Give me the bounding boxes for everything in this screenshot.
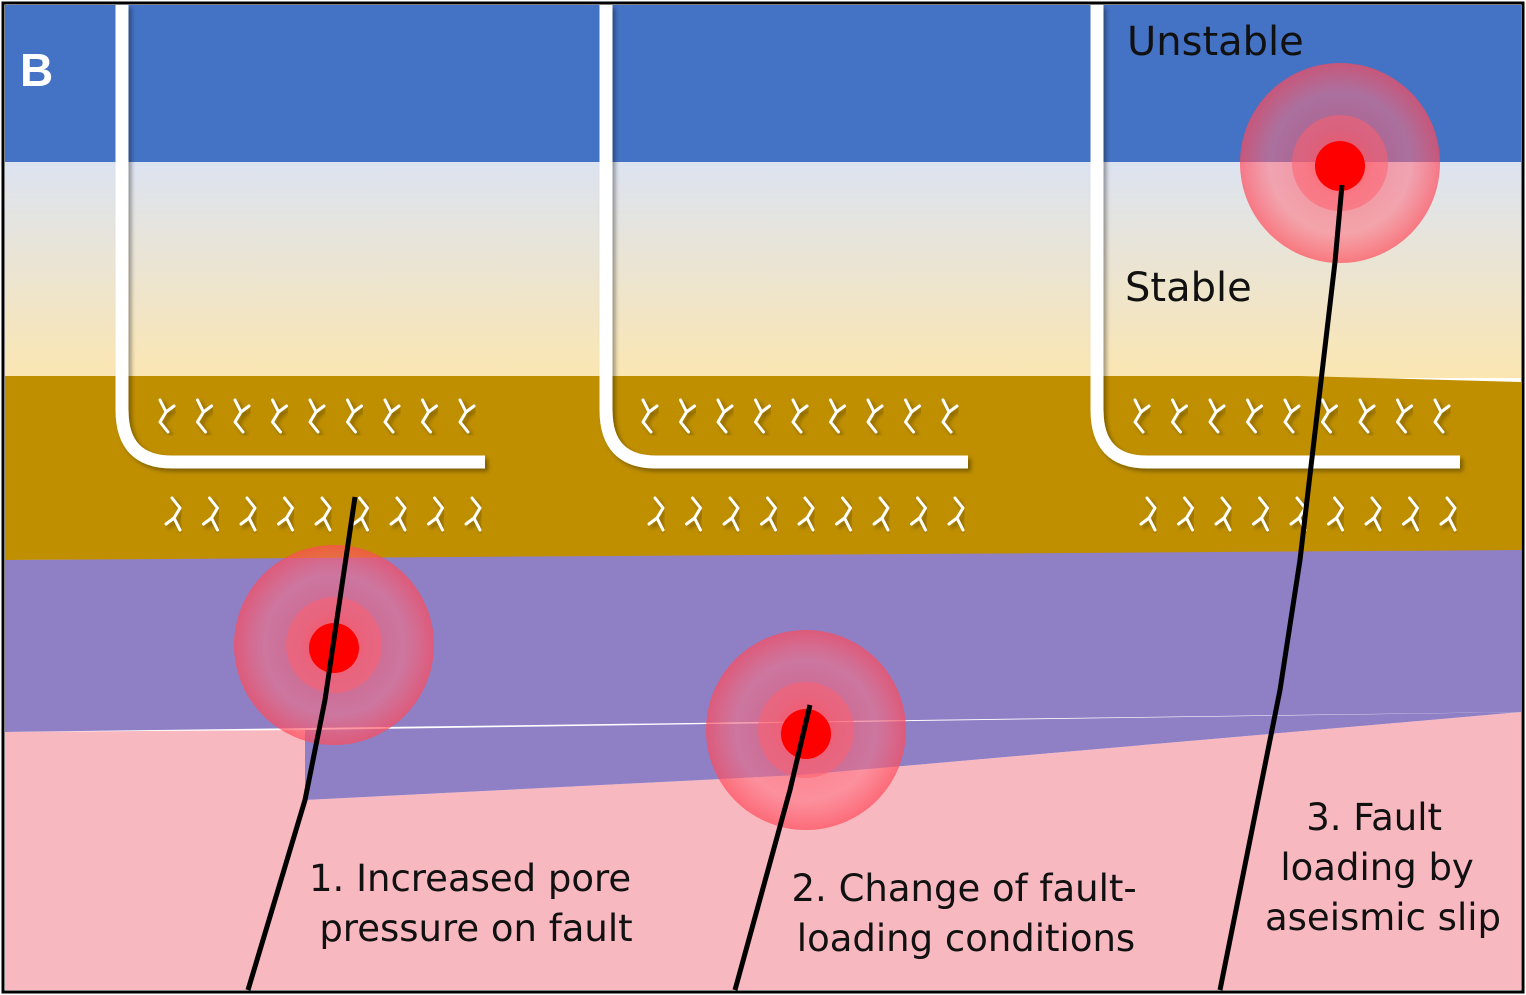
well-icon [599,5,968,469]
fault-line-icon [1217,184,1345,991]
hypocenter-icon [781,709,831,759]
well-icon [115,5,485,469]
well-1 [115,5,485,469]
hypocenter-icon [1315,141,1365,191]
basement-upper-tongue [305,712,1521,800]
panel-letter: B [20,44,53,96]
caption-line: 2. Change of fault- [792,867,1137,910]
caption-scenario-1: 1. Increased pore pressure on fault [309,857,643,950]
well-2 [599,5,968,469]
caption-line: 1. Increased pore [309,857,631,900]
caption-line: aseismic slip [1265,896,1501,939]
caption-line: loading conditions [797,917,1135,960]
basement-lower-layer [5,712,1521,990]
well-3 [1090,5,1460,469]
stable-label: Stable [1125,265,1252,311]
caption-line: 3. Fault [1306,796,1442,839]
caption-line: loading by [1280,846,1473,889]
fault-line-icon [245,496,358,991]
unstable-label: Unstable [1127,19,1304,65]
hypocenter-3 [1240,63,1440,263]
well-icon [1090,5,1460,469]
caption-scenario-3: 3. Fault loading by aseismic slip [1265,796,1501,939]
caption-scenario-2: 2. Change of fault- loading conditions [792,867,1149,960]
fault-line-icon [732,704,813,991]
caption-line: pressure on fault [319,907,632,950]
